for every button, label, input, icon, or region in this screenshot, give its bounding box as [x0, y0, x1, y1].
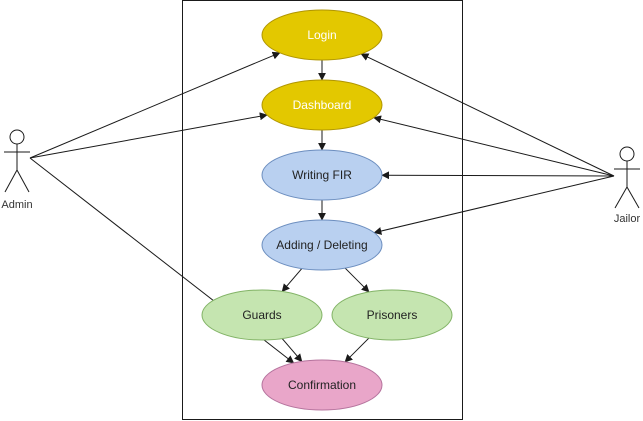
edges-layer	[29, 51, 615, 364]
use-case-confirmation-label: Confirmation	[288, 378, 356, 392]
use-case-login[interactable]: Login	[261, 9, 383, 61]
actor-jailor[interactable]: Jailor	[614, 146, 641, 225]
use-case-prisoners-label: Prisoners	[367, 308, 418, 322]
actor-jailor-label: Jailor	[614, 213, 641, 225]
edge-admin-to-dashboard	[29, 112, 268, 159]
use-case-adding-deleting[interactable]: Adding / Deleting	[261, 219, 383, 271]
edge-jailor-to-dashboard	[373, 115, 615, 177]
use-case-guards-label: Guards	[242, 308, 281, 322]
edge-admin-to-login	[29, 51, 281, 159]
use-case-login-label: Login	[307, 28, 336, 42]
use-case-adding-deleting-label: Adding / Deleting	[276, 238, 367, 252]
edge-adding-deleting-to-prisoners	[344, 267, 370, 293]
actor-admin-label: Admin	[1, 199, 32, 211]
use-case-prisoners[interactable]: Prisoners	[331, 289, 453, 341]
use-case-guards[interactable]: Guards	[201, 289, 323, 341]
edge-jailor-to-writing-fir	[381, 171, 615, 180]
use-case-writing-fir[interactable]: Writing FIR	[261, 149, 383, 201]
edge-guards-to-confirmation	[281, 338, 303, 363]
edge-jailor-to-adding-deleting	[373, 175, 615, 235]
actor-admin[interactable]: Admin	[1, 129, 33, 211]
use-case-dashboard[interactable]: Dashboard	[261, 79, 383, 131]
use-case-dashboard-label: Dashboard	[293, 98, 352, 112]
actor-jailor-icon	[614, 146, 640, 209]
use-case-writing-fir-label: Writing FIR	[292, 168, 352, 182]
actor-admin-icon	[4, 129, 30, 193]
use-case-confirmation[interactable]: Confirmation	[261, 359, 383, 411]
edge-jailor-to-login	[360, 53, 615, 177]
edge-prisoners-to-confirmation	[344, 337, 370, 363]
edge-adding-deleting-to-guards	[281, 268, 303, 293]
